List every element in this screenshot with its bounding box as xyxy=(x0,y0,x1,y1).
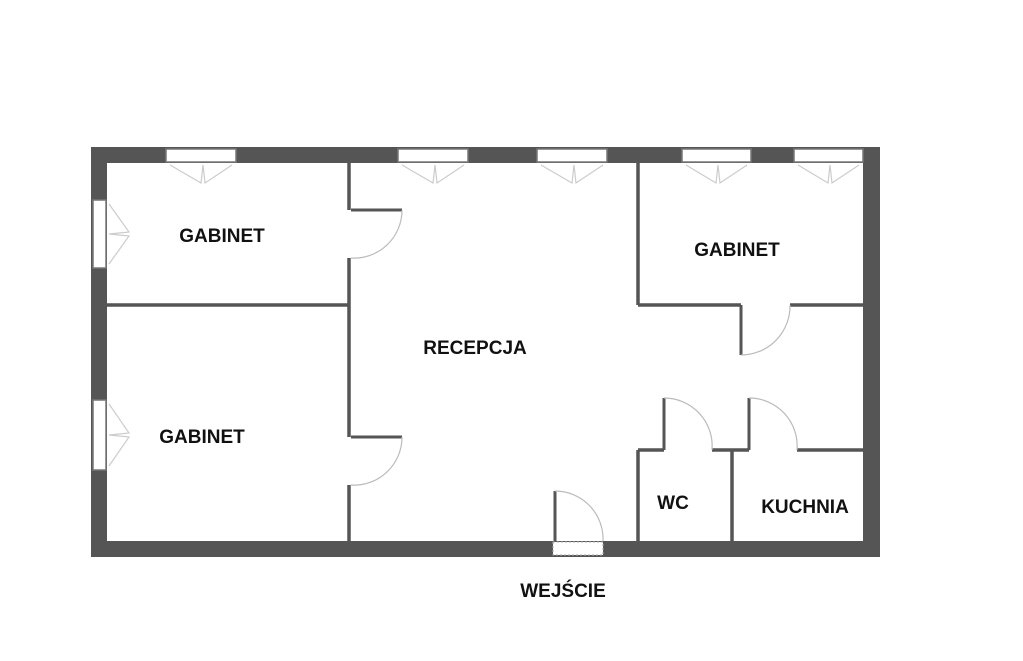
window-sashes xyxy=(108,164,860,467)
door-office-top-left xyxy=(350,208,403,259)
room-label-wc: WC xyxy=(657,493,689,514)
room-label-office: GABINET xyxy=(159,427,245,448)
door-office-top-right xyxy=(739,304,791,356)
door-kitchen xyxy=(747,397,798,451)
entrance-label: WEJŚCIE xyxy=(520,581,606,602)
door-office-bottom-left xyxy=(350,435,403,486)
door-wc xyxy=(662,397,713,451)
room-label-reception: RECEPCJA xyxy=(423,338,527,359)
windows xyxy=(92,148,864,471)
room-label-office: GABINET xyxy=(694,240,780,261)
door-entrance xyxy=(552,490,604,556)
room-label-office: GABINET xyxy=(179,226,265,247)
doors xyxy=(350,208,798,556)
room-label-kitchen: KUCHNIA xyxy=(761,497,849,518)
interior-walls xyxy=(107,163,863,541)
